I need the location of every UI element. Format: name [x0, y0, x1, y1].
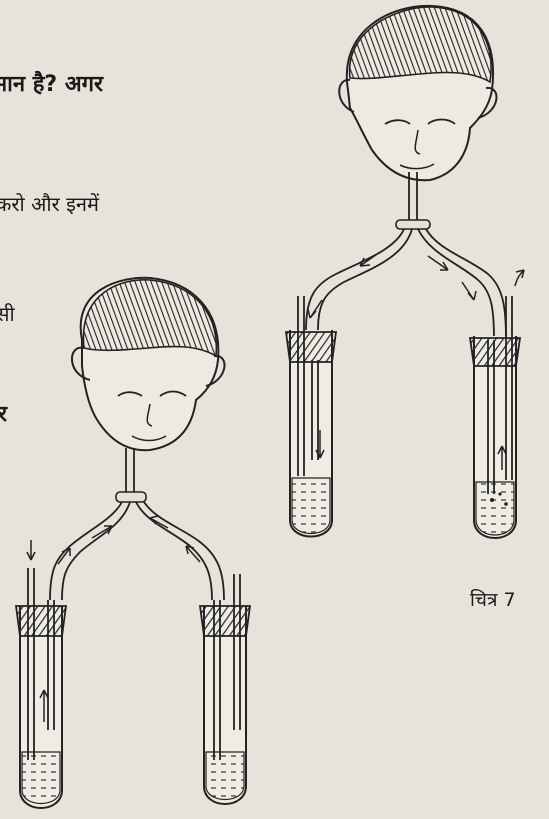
figure-top-right-test-tube: [470, 270, 524, 538]
figure-top-left-test-tube: [286, 296, 336, 537]
figure-bottom-left-test-tube: [16, 540, 66, 808]
figure-bottom-tubing: [50, 502, 224, 600]
figure-top-head: [339, 6, 496, 229]
figure-bottom-right-test-tube: [200, 574, 250, 804]
figure-bottom-head: [72, 278, 225, 502]
figure-caption: चित्र 7: [470, 586, 516, 612]
